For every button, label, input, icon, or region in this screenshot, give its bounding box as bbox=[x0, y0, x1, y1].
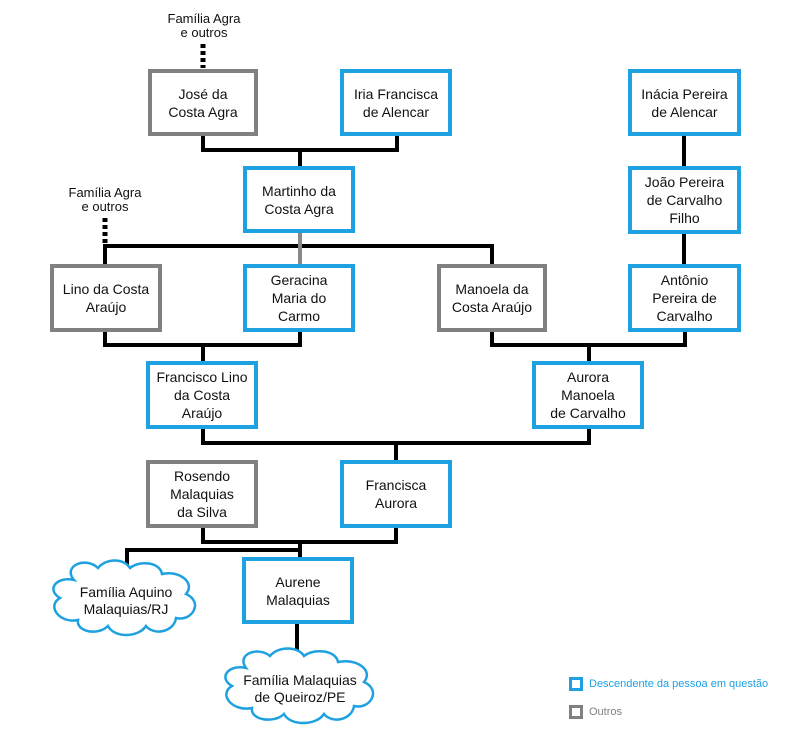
legend-other: Outros bbox=[569, 705, 622, 719]
connector-jose-iria bbox=[201, 132, 399, 152]
connector-rosendo-francisca bbox=[201, 524, 398, 544]
person-francisco-lino-da-costa-araujo: Francisco Lino da Costa Araújo bbox=[146, 361, 258, 429]
person-aurene-malaquias: Aurene Malaquias bbox=[242, 557, 354, 624]
person-geracina-maria-do-carmo: Geracina Maria do Carmo bbox=[243, 264, 355, 332]
person-martinho-da-costa-agra: Martinho da Costa Agra bbox=[243, 166, 355, 233]
legend-other-label: Outros bbox=[589, 706, 623, 718]
person-inacia-pereira-de-alencar: Inácia Pereira de Alencar bbox=[628, 69, 741, 136]
cloud-queiroz-shape bbox=[224, 647, 375, 725]
note-family-agra-top: Família Agra e outros bbox=[167, 11, 241, 40]
legend-descendant: Descendente da pessoa em questão bbox=[569, 677, 768, 691]
connector-manoela-antonio bbox=[490, 329, 687, 347]
person-antonio-pereira-de-carvalho: Antônio Pereira de Carvalho bbox=[628, 264, 741, 332]
person-iria-francisca-de-alencar: Iria Francisca de Alencar bbox=[340, 69, 452, 136]
person-jose-da-costa-agra: José da Costa Agra bbox=[148, 69, 258, 136]
legend-descendant-swatch bbox=[569, 677, 583, 691]
connector-lino-geracina bbox=[103, 329, 302, 347]
person-lino-da-costa-araujo: Lino da Costa Araújo bbox=[50, 264, 162, 332]
person-joao-pereira-de-carvalho-filho: João Pereira de Carvalho Filho bbox=[628, 166, 741, 234]
connector-francisco-aurora bbox=[201, 426, 591, 445]
legend-other-swatch bbox=[569, 705, 583, 719]
person-rosendo-malaquias-da-silva: Rosendo Malaquias da Silva bbox=[146, 460, 258, 528]
note-family-agra-left: Família Agra e outros bbox=[68, 185, 142, 214]
cloud-aquino-shape bbox=[52, 559, 197, 637]
legend-descendant-label: Descendente da pessoa em questão bbox=[589, 678, 769, 690]
person-francisca-aurora: Francisca Aurora bbox=[340, 460, 452, 528]
cloud-familia-aquino-malaquias-rj: Família Aquino Malaquias/RJ bbox=[79, 584, 173, 617]
cloud-familia-malaquias-de-queiroz-pe: Família Malaquias de Queiroz/PE bbox=[243, 672, 357, 705]
person-manoela-da-costa-araujo: Manoela da Costa Araújo bbox=[437, 264, 547, 332]
person-aurora-manoela-de-carvalho: Aurora Manoela de Carvalho bbox=[532, 361, 644, 429]
